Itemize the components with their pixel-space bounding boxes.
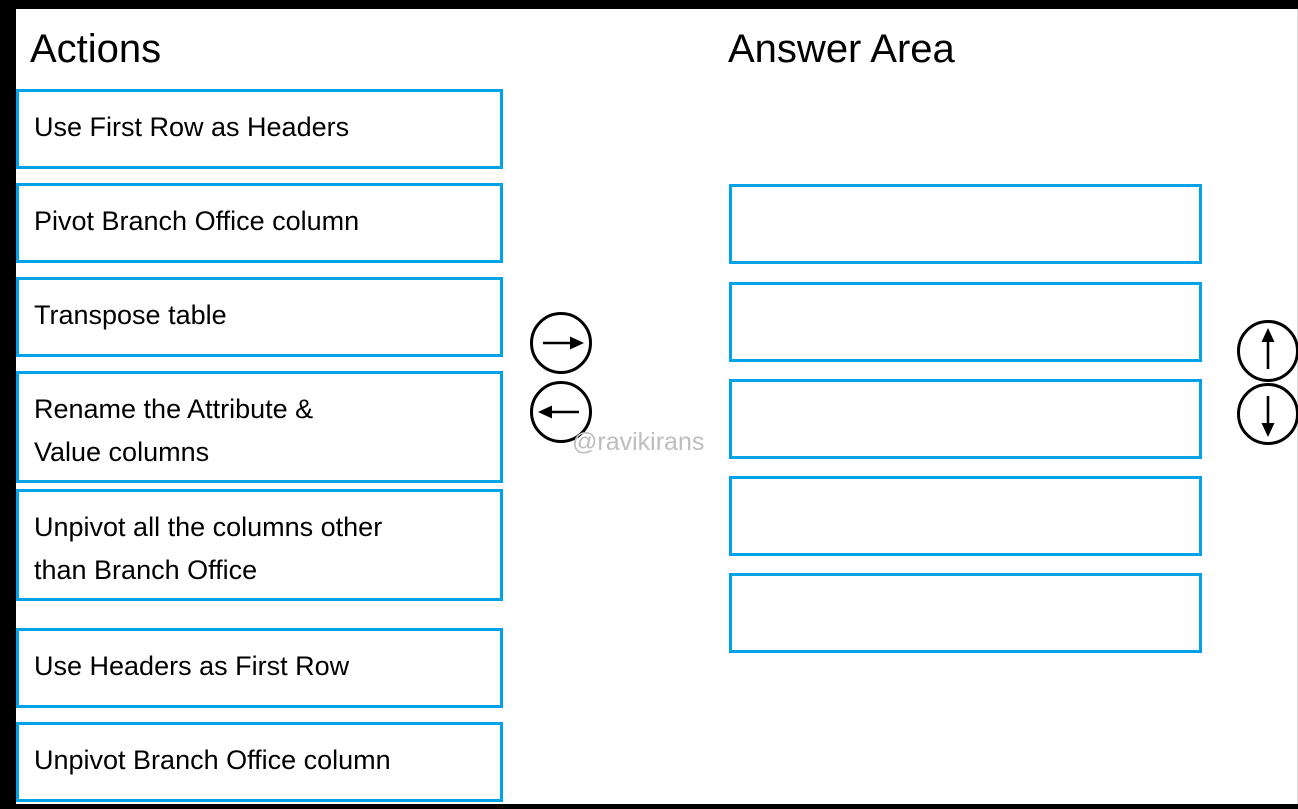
watermark-text: @ravikirans xyxy=(572,428,705,456)
action-item-use-first-row-as-headers[interactable]: Use First Row as Headers xyxy=(16,89,503,169)
action-item-rename-attribute-value[interactable]: Rename the Attribute & Value columns xyxy=(16,371,503,483)
action-item-label: Transpose table xyxy=(34,300,227,330)
action-item-unpivot-branch-office-column[interactable]: Unpivot Branch Office column xyxy=(16,722,503,802)
move-right-button[interactable] xyxy=(530,312,592,374)
action-item-pivot-branch-office-column[interactable]: Pivot Branch Office column xyxy=(16,183,503,263)
answer-area-heading: Answer Area xyxy=(728,27,955,71)
answer-slot-1[interactable] xyxy=(729,184,1202,264)
slide-canvas: Actions Answer Area Use First Row as Hea… xyxy=(16,9,1298,804)
arrow-left-icon xyxy=(538,405,579,419)
answer-slot-4[interactable] xyxy=(729,476,1202,556)
action-item-label: Use First Row as Headers xyxy=(34,112,350,142)
arrow-down-icon xyxy=(1261,396,1275,437)
move-up-button[interactable] xyxy=(1237,320,1298,382)
answer-slot-3[interactable] xyxy=(729,379,1202,459)
arrow-right-icon xyxy=(543,336,584,350)
move-left-button[interactable] xyxy=(530,381,592,443)
move-down-button[interactable] xyxy=(1237,383,1298,445)
action-item-label: Use Headers as First Row xyxy=(34,651,350,681)
action-item-label: Rename the Attribute & Value columns xyxy=(34,394,314,467)
answer-slot-5[interactable] xyxy=(729,573,1202,653)
actions-column-heading: Actions xyxy=(30,27,162,71)
answer-slot-2[interactable] xyxy=(729,282,1202,362)
action-item-use-headers-as-first-row[interactable]: Use Headers as First Row xyxy=(16,628,503,708)
action-item-label: Unpivot Branch Office column xyxy=(34,745,391,775)
action-item-transpose-table[interactable]: Transpose table xyxy=(16,277,503,357)
action-item-label: Unpivot all the columns other than Branc… xyxy=(34,512,383,585)
action-item-unpivot-all-other-columns[interactable]: Unpivot all the columns other than Branc… xyxy=(16,489,503,601)
action-item-label: Pivot Branch Office column xyxy=(34,206,360,236)
arrow-up-icon xyxy=(1261,328,1275,369)
